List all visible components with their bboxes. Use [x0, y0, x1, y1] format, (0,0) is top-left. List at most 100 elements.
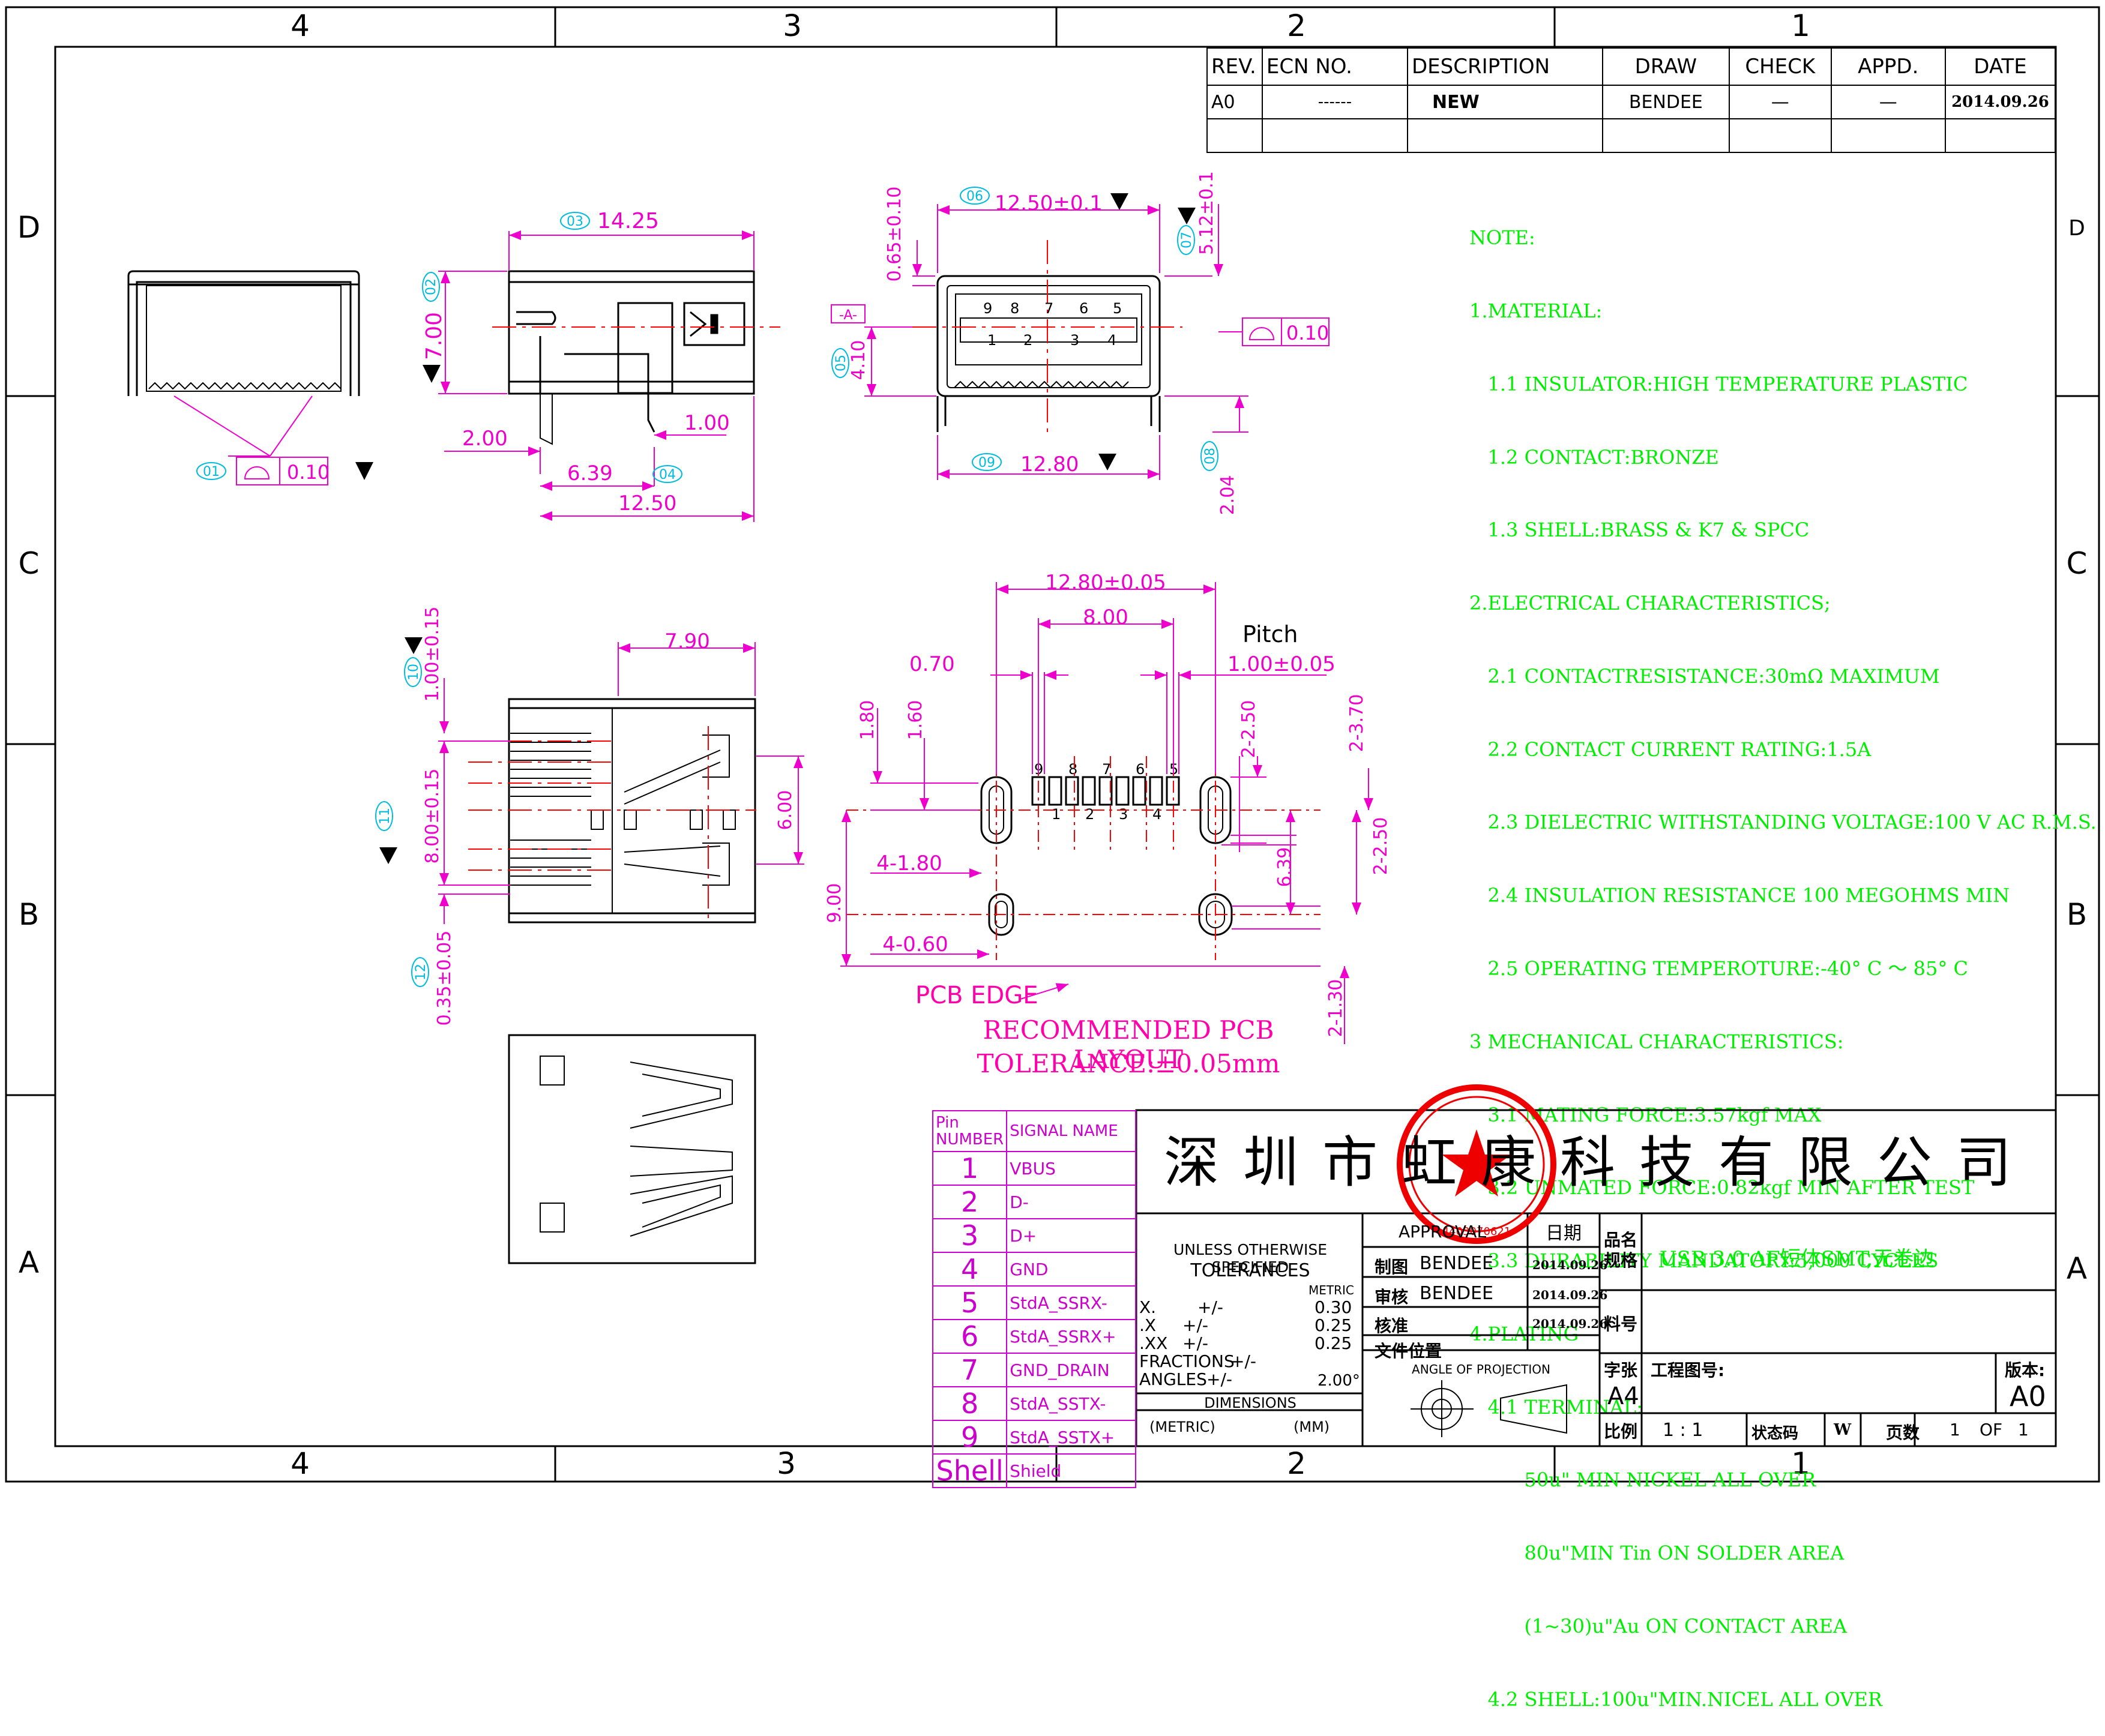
note-line: 2.3 DIELECTRIC WITHSTANDING VOLTAGE:100 … [1469, 811, 2097, 834]
note-line: 1.MATERIAL: [1469, 299, 1603, 322]
datum-triangle [1098, 454, 1116, 470]
tag-10-bubble [404, 657, 422, 687]
approve-label: 核准 [1375, 1316, 1409, 1336]
note-line: 2.5 OPERATING TEMPEROTURE:-40° C ～ 85° C [1469, 957, 1969, 980]
signal-name: VBUS [1006, 1151, 1136, 1186]
pcb-h2: 4-0.60 [882, 933, 948, 957]
company-stamp: 4403070621 [1397, 1084, 1556, 1244]
signal-name: Shield [1006, 1453, 1136, 1488]
pcb-layout [980, 776, 1233, 936]
tag-02-bubble [422, 272, 440, 302]
note-line: 3.3 DURABILITY MANDATORY:5,000 CYCLES [1469, 1249, 1939, 1273]
tag-10: 10 [406, 664, 421, 680]
engineering-views: 01 0.10 03 14.25 7.00 02 2.00 [127, 171, 2057, 1447]
pcb-pad-3: 3 [1119, 806, 1128, 823]
tag-03-bubble [560, 212, 590, 230]
front-pin-6: 6 [1079, 300, 1088, 317]
pcb-pitch: 1.00±0.05 [1227, 652, 1336, 676]
signal-name: D+ [1006, 1218, 1136, 1253]
front-pin-8: 8 [1010, 300, 1019, 317]
of-label: OF [1980, 1420, 2003, 1440]
check-label: 审核 [1375, 1287, 1409, 1307]
tol-value: 2.00° [1318, 1372, 1360, 1390]
front-top-gap: 0.65±0.10 [884, 187, 905, 282]
tag-05: 05 [834, 355, 849, 371]
note-line: 3 MECHANICAL CHARACTERISTICS: [1469, 1030, 1844, 1053]
tol-pm: +/- [1206, 1369, 1232, 1389]
pcb-edge-label: PCB EDGE [915, 982, 1038, 1009]
front-pin-3: 3 [1070, 332, 1079, 349]
status-code: W [1834, 1421, 1852, 1439]
stamp-number: 4403070621 [1442, 1225, 1511, 1238]
tolerance-subtitle: TOLERANCES [1190, 1260, 1310, 1281]
date-header: DATE [1944, 47, 2056, 86]
pcb-overall: 12.80±0.05 [1045, 571, 1166, 595]
pin-number: 1 [932, 1151, 1008, 1186]
pin-number: 5 [932, 1285, 1008, 1320]
note-line: 1.2 CONTACT:BRONZE [1469, 445, 1719, 469]
tag-12: 12 [414, 964, 429, 981]
end-view-flatness: 0.10 [287, 461, 330, 484]
tag-04-bubble [652, 465, 682, 483]
front-flatness: 0.10 [1286, 322, 1329, 344]
tol-key: ANGLES [1139, 1369, 1207, 1389]
front-pin-7: 7 [1044, 300, 1053, 317]
side-right-lead: 1.00 [684, 411, 730, 435]
pcb-pad-width: 0.70 [909, 652, 955, 676]
file-location-label: 文件位置 [1375, 1341, 1442, 1361]
front-lead-height: 2.04 [1217, 475, 1238, 515]
description-header: DESCRIPTION [1406, 47, 1603, 86]
tag-11-bubble [375, 801, 393, 831]
pin-number: Shell [932, 1453, 1008, 1488]
datum-triangle [405, 637, 423, 654]
datum-a: -A- [839, 308, 857, 323]
note-line: 4.PLATING [1469, 1322, 1579, 1345]
paper-size: A4 [1607, 1383, 1639, 1410]
tag-06: 06 [966, 189, 983, 204]
tol-pm: +/- [1197, 1297, 1223, 1317]
ecn-value: ------ [1261, 85, 1408, 119]
tag-07-bubble [1177, 225, 1195, 255]
signal-name: GND_DRAIN [1006, 1353, 1136, 1387]
ecn-header: ECN NO. [1261, 47, 1408, 86]
signal-name: StdA_SSTX+ [1006, 1420, 1136, 1455]
note-line: 2.2 CONTACT CURRENT RATING:1.5A [1469, 737, 1872, 761]
pcb-slot2: 2-3.70 [1346, 694, 1367, 752]
pcb-pad-1: 1 [1052, 806, 1061, 823]
check-header: CHECK [1728, 47, 1832, 86]
note-line: 4.1 TERMINAL: [1469, 1395, 1643, 1419]
front-dims [831, 204, 1330, 480]
side-view [508, 270, 755, 445]
status-label: 状态码 [1751, 1425, 1799, 1443]
version-label: 版本: [2005, 1360, 2046, 1380]
tag-09-bubble [972, 453, 1002, 471]
side-length: 14.25 [597, 209, 659, 233]
zone-row-a-right: A [2066, 1251, 2088, 1286]
note-line: (1~30)u"Au ON CONTACT AREA [1469, 1615, 1848, 1638]
note-line: NOTE: [1469, 226, 1535, 250]
front-pin-labels: 9 8 7 6 5 1 2 3 4 [983, 300, 1122, 349]
zone-row-c-left: C [18, 546, 40, 581]
tag-01: 01 [203, 464, 220, 479]
front-width: 12.50±0.1 [995, 191, 1103, 215]
pcb-layout-title: RECOMMENDED PCB LAYOUT [983, 1015, 1274, 1074]
date-value: 2014.09.26 [1944, 85, 2056, 119]
side-height: 7.00 [422, 312, 447, 360]
dimensions-mm: (MM) [1293, 1419, 1330, 1435]
pcb-pad-6: 6 [1136, 761, 1145, 778]
pin-number: 6 [932, 1319, 1008, 1354]
note-line: 1.3 SHELL:BRASS & K7 & SPCC [1469, 518, 1810, 542]
part-number-label: 料号 [1604, 1314, 1638, 1334]
pcb-pad-8: 8 [1068, 761, 1077, 778]
tol-key: .XX [1139, 1333, 1168, 1353]
tag-12-bubble [411, 957, 429, 987]
pcb-span: 8.00 [1083, 605, 1128, 629]
metric-label: METRIC [1308, 1283, 1354, 1297]
tol-key: .X [1139, 1315, 1157, 1335]
pcb-layout-tolerance: TOLERANCE:±0.05mm [977, 1049, 1280, 1078]
bottom-lead-width: 0.35±0.05 [434, 931, 455, 1026]
title-block-grid [1135, 1109, 2057, 1447]
zone-row-c-right: C [2066, 546, 2088, 581]
page-total: 1 [2018, 1420, 2029, 1440]
